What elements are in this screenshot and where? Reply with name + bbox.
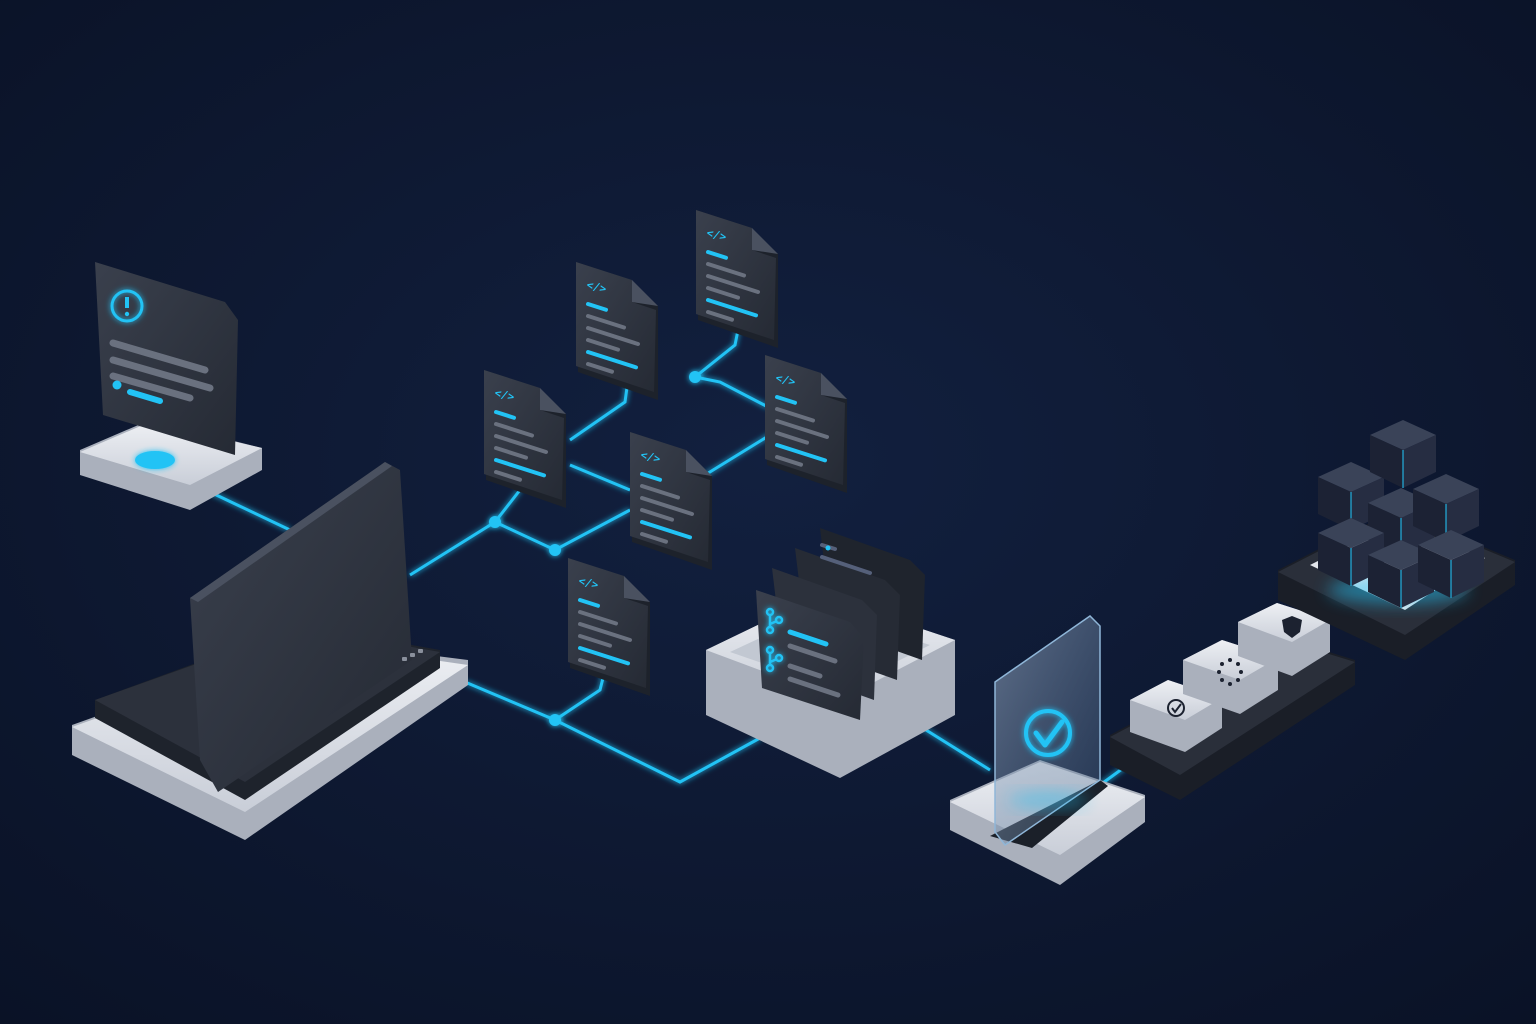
gate-glow <box>1008 792 1088 808</box>
junction-node <box>689 371 701 383</box>
junction-node <box>549 544 561 556</box>
junction-node <box>489 516 501 528</box>
alert-status-dot <box>113 381 122 390</box>
alert-base-light <box>135 451 175 469</box>
exclamation-icon-dot <box>125 312 129 316</box>
junction-node <box>549 714 561 726</box>
repo-card-dot <box>826 546 831 551</box>
exclamation-icon-bar <box>125 297 129 308</box>
